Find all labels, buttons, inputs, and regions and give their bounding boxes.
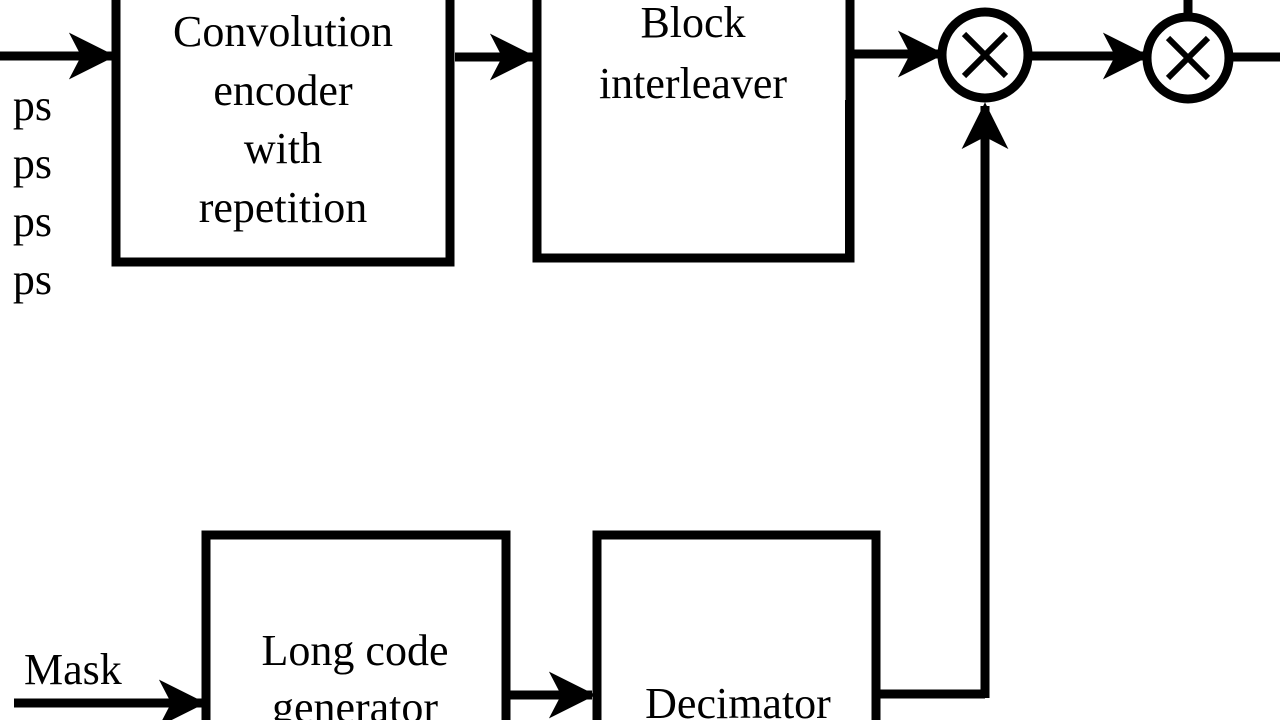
label-convolution-encoder-line-1: Convolution	[173, 7, 393, 56]
label-input-rate-4: ps	[13, 255, 52, 304]
block-decimator	[592, 530, 881, 720]
block-convolution-encoder	[111, 0, 455, 267]
label-input-rate-1: ps	[13, 81, 52, 130]
label-decimator: Decimator	[645, 679, 831, 720]
label-convolution-encoder-line-3: with	[244, 124, 322, 173]
label-block-interleaver-line-1: Block	[640, 0, 745, 47]
label-block-interleaver-line-2: interleaver	[599, 59, 787, 108]
label-long-code-generator-line-2: generator	[272, 683, 438, 720]
label-input-rate-3: ps	[13, 197, 52, 246]
multiplier-2-x-icon	[1165, 35, 1211, 81]
label-long-code-generator-line-1: Long code	[262, 626, 449, 675]
multiplier-1-x-icon	[961, 31, 1009, 79]
block-block-interleaver	[532, 0, 855, 263]
label-input-rate-2: ps	[13, 139, 52, 188]
block-long-code-generator	[201, 530, 511, 720]
label-mask: Mask	[24, 645, 122, 694]
label-convolution-encoder-line-4: repetition	[199, 183, 368, 232]
label-convolution-encoder-line-2: encoder	[213, 66, 353, 115]
